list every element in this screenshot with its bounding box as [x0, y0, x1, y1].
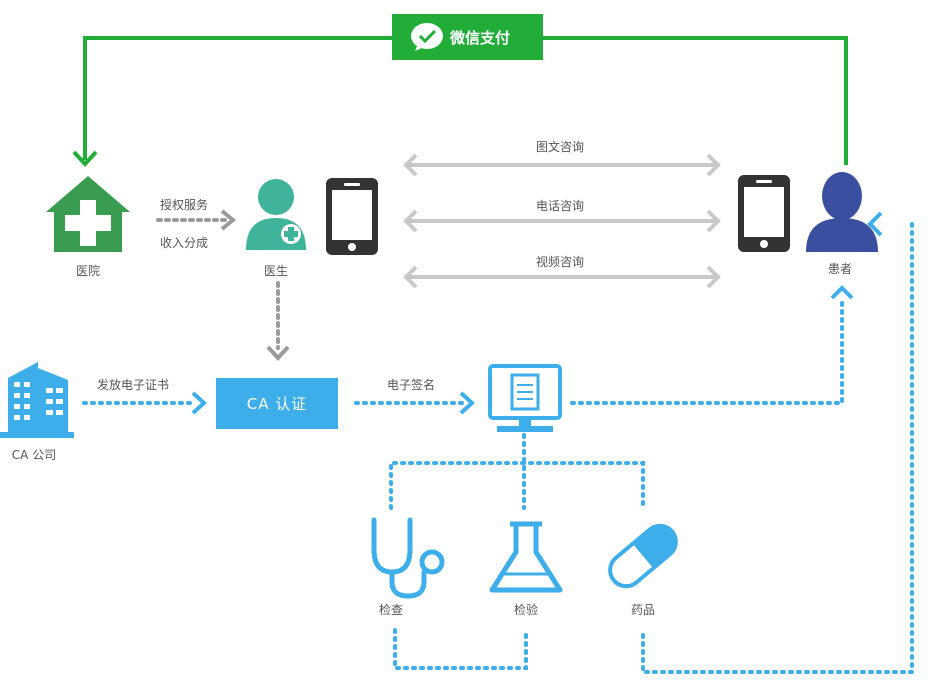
hospital-icon [46, 176, 130, 252]
capsule-icon [608, 523, 678, 589]
payment-flow-line-left [83, 36, 392, 160]
ca-certification-box: CA 认证 [216, 378, 338, 429]
wechat-pay-badge: 微信支付 [392, 14, 543, 60]
monitor-document-icon [488, 364, 562, 432]
authorize-service-label: 授权服务 [160, 198, 209, 212]
doctor-ca-arrowhead [266, 345, 290, 361]
hospital-doctor-arrowhead [220, 209, 237, 231]
doctor-icon [246, 179, 306, 250]
flask-icon [489, 521, 563, 593]
exam-label: 检查 [378, 603, 404, 617]
patient-label: 患者 [827, 262, 853, 276]
medicine-label: 药品 [630, 603, 656, 617]
blue-flow-lines [82, 222, 914, 674]
wechat-pay-icon [411, 23, 443, 51]
ca-certification-label: CA 认证 [246, 395, 308, 413]
doctor-label: 医生 [263, 264, 289, 278]
ca-company-label: CA 公司 [11, 448, 57, 462]
wechat-pay-label: 微信支付 [450, 28, 511, 47]
payment-arrowhead [72, 150, 98, 167]
patient-phone-icon [738, 175, 790, 252]
issue-certificate-label: 发放电子证书 [96, 378, 170, 392]
stethoscope-icon [371, 517, 445, 599]
video-consult-label: 视频咨询 [535, 255, 585, 269]
office-building-icon [0, 362, 74, 438]
doctor-phone-icon [326, 178, 378, 255]
patient-icon [806, 172, 878, 252]
payment-flow-line [543, 36, 848, 165]
lab-test-label: 检验 [513, 603, 539, 617]
e-signature-label: 电子签名 [386, 378, 436, 392]
phone-consult-label: 电话咨询 [535, 199, 585, 213]
revenue-share-label: 收入分成 [160, 236, 209, 250]
image-text-consult-label: 图文咨询 [535, 140, 585, 154]
hospital-label: 医院 [75, 264, 101, 278]
consult-arrows [403, 153, 721, 289]
blue-arrowheads [191, 211, 883, 415]
